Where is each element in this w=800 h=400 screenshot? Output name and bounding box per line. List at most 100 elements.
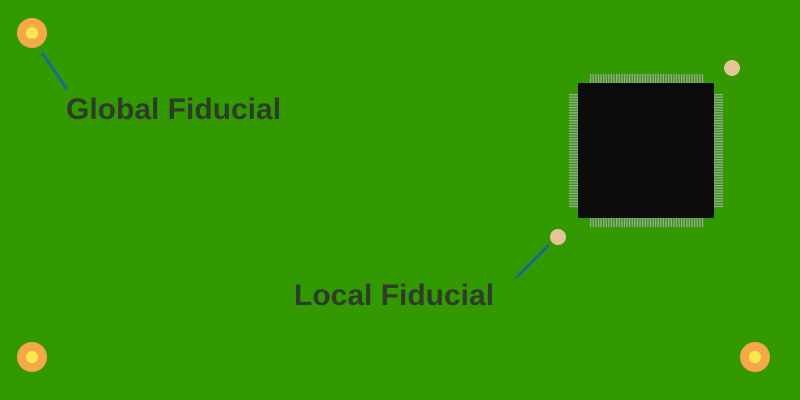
chip-pin (713, 166, 723, 169)
chip-pin (713, 112, 723, 114)
chip-pin (657, 217, 659, 227)
chip-pin (678, 74, 680, 84)
chip-pin (595, 217, 597, 227)
chip-pin (694, 74, 696, 84)
chip-pin (605, 74, 607, 84)
chip-pin (569, 148, 579, 150)
chip-pins (569, 74, 723, 227)
chip-pin (569, 109, 579, 111)
chip-pin (569, 161, 579, 163)
chip-pin (613, 74, 615, 84)
chip-pin (569, 203, 579, 205)
chip-pin (631, 217, 633, 227)
chip-pin (701, 74, 704, 84)
chip-pin (608, 74, 610, 84)
chip-pin (713, 161, 723, 163)
chip-pin (713, 169, 723, 171)
chip-pin (713, 127, 723, 130)
chip-pin (639, 74, 641, 84)
chip-pin (569, 143, 579, 145)
chip-pin (713, 130, 723, 132)
chip-pin (649, 74, 652, 84)
chip-pin (597, 74, 600, 84)
chip-pin (713, 185, 723, 187)
chip-pin (600, 217, 602, 227)
chip-pin (713, 114, 723, 117)
chip-pin (569, 169, 579, 171)
chip-pin (629, 74, 631, 84)
chip-pin (662, 217, 665, 227)
chip-pin (569, 96, 579, 98)
chip-pin (713, 164, 723, 166)
chip-pin (662, 74, 665, 84)
chip-pin (621, 217, 623, 227)
chip-pin (569, 187, 579, 189)
chip-pin (642, 74, 644, 84)
chip-pin (569, 135, 579, 137)
chip-pin (701, 217, 704, 227)
chip-pin (597, 217, 600, 227)
chip-pin (713, 187, 723, 189)
chip-pin (683, 217, 685, 227)
chip-pin (713, 190, 723, 192)
chip-pin (569, 185, 579, 187)
chip-pin (686, 217, 688, 227)
chip-pin (713, 133, 723, 135)
chip-pin (670, 74, 672, 84)
chip-pin (613, 217, 615, 227)
local-fiducial-top-right (724, 60, 740, 76)
chip-pin (696, 217, 698, 227)
chip-pin (636, 217, 639, 227)
chip-pin (569, 179, 579, 182)
chip-pin (623, 74, 626, 84)
chip-pin (670, 217, 672, 227)
chip-pin (713, 182, 723, 184)
chip-pin (691, 217, 693, 227)
chip-pin (713, 198, 723, 200)
chip-pin (673, 217, 675, 227)
chip-pin (647, 74, 649, 84)
chip-pin (631, 74, 633, 84)
chip-pin (569, 146, 579, 148)
chip-pin (618, 217, 620, 227)
global-fiducial-bottom-right (740, 342, 770, 372)
chip-pin (660, 217, 662, 227)
global-fiducial-bottom-left (17, 342, 47, 372)
chip-pin (569, 101, 579, 104)
chip-pin (713, 99, 723, 101)
chip-pin (569, 99, 579, 101)
chip-pin (713, 148, 723, 150)
chip-pin (649, 217, 652, 227)
chip-pin (713, 135, 723, 137)
chip-pin (629, 217, 631, 227)
chip-pin (569, 140, 579, 143)
chip-pin (644, 217, 646, 227)
chip-pin (569, 190, 579, 192)
chip-pin (696, 74, 698, 84)
chip-pin (655, 74, 657, 84)
chip-pin (569, 177, 579, 179)
chip-pin (626, 217, 628, 227)
chip-pin (713, 120, 723, 122)
chip-pin (688, 217, 691, 227)
chip-pin (569, 156, 579, 158)
chip-pin (595, 74, 597, 84)
chip-pin (713, 101, 723, 104)
chip-pin (713, 143, 723, 145)
chip-pin (569, 182, 579, 184)
chip-pin (600, 74, 602, 84)
chip-pin (569, 200, 579, 202)
chip-pin (569, 104, 579, 106)
chip-pin (616, 217, 618, 227)
qfp-chip-body (578, 83, 714, 218)
chip-pin (699, 217, 701, 227)
chip-pin (569, 174, 579, 176)
chip-pin (668, 217, 670, 227)
chip-pin (713, 122, 723, 124)
chip-pin (618, 74, 620, 84)
chip-pin (569, 164, 579, 166)
chip-pin (713, 179, 723, 182)
chip-pin (634, 74, 636, 84)
chip-pin (713, 146, 723, 148)
